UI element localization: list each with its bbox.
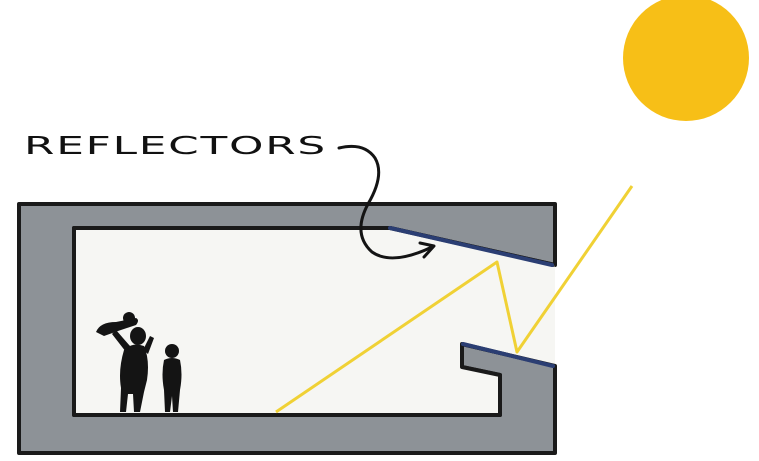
arrowhead-icon <box>418 241 436 259</box>
room-interior <box>74 228 555 415</box>
reflectors-label: Reflectors <box>24 131 327 160</box>
curved-arrow-icon <box>337 144 434 260</box>
lower-reflector <box>461 342 555 368</box>
light-ray <box>275 185 634 414</box>
child-silhouette <box>162 344 182 412</box>
sun-icon <box>623 0 749 121</box>
room-interior-outline <box>72 226 556 417</box>
upper-reflector <box>388 226 554 267</box>
adult-holding-child-silhouette <box>96 312 154 412</box>
